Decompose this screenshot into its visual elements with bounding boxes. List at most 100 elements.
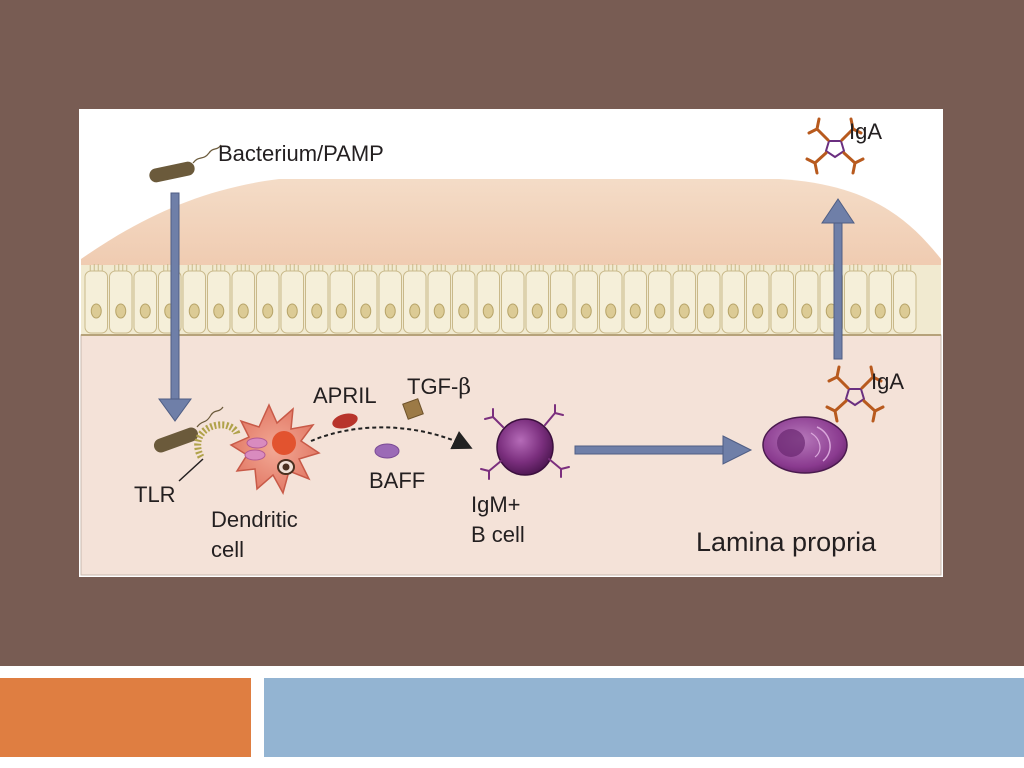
- epithelial-cell: [721, 270, 745, 334]
- microvilli: [457, 264, 471, 271]
- epithelial-cell: [354, 270, 378, 334]
- epithelial-nucleus: [801, 303, 813, 319]
- epithelial-nucleus: [752, 303, 764, 319]
- epithelial-cell: [84, 270, 108, 334]
- epithelial-nucleus: [580, 303, 592, 319]
- epithelial-nucleus: [703, 303, 715, 319]
- epithelial-nucleus: [874, 303, 886, 319]
- epithelial-nucleus: [458, 303, 470, 319]
- microvilli: [530, 264, 544, 271]
- epithelial-cell: [329, 270, 353, 334]
- epithelial-cell: [256, 270, 280, 334]
- epithelial-nucleus: [237, 303, 249, 319]
- epithelial-cell: [427, 270, 451, 334]
- epithelial-cell: [770, 270, 794, 334]
- epithelial-nucleus: [776, 303, 788, 319]
- epithelial-cell: [501, 270, 525, 334]
- microvilli: [726, 264, 740, 271]
- microvilli: [849, 264, 863, 271]
- epithelial-cell: [550, 270, 574, 334]
- epithelial-nucleus: [213, 303, 225, 319]
- dendritic-label-line2: cell: [211, 537, 244, 562]
- tlr-label: TLR: [134, 482, 176, 507]
- microvilli: [114, 264, 128, 271]
- dendritic-label-line1: Dendritic: [211, 507, 298, 532]
- epithelial-cell: [476, 270, 500, 334]
- microvilli: [751, 264, 765, 271]
- epithelial-nucleus: [482, 303, 494, 319]
- microvilli: [187, 264, 201, 271]
- epithelial-nucleus: [678, 303, 690, 319]
- epithelial-nucleus: [556, 303, 568, 319]
- epithelial-cell: [697, 270, 721, 334]
- epithelial-nucleus: [654, 303, 666, 319]
- microvilli: [212, 264, 226, 271]
- baff-label: BAFF: [369, 468, 425, 493]
- epithelial-cell: [378, 270, 402, 334]
- differentiation-arrow: [574, 435, 753, 465]
- epithelial-cell: [623, 270, 647, 334]
- microvilli: [236, 264, 250, 271]
- epithelial-nucleus: [360, 303, 372, 319]
- plasma-cell-icon: [762, 416, 848, 474]
- epithelial-cell: [844, 270, 868, 334]
- epithelial-nucleus: [115, 303, 127, 319]
- epithelial-cell: [452, 270, 476, 334]
- epithelial-nucleus: [605, 303, 617, 319]
- microvilli: [604, 264, 618, 271]
- epithelial-cell: [280, 270, 304, 334]
- epithelial-cell: [305, 270, 329, 334]
- epithelial-cell: [795, 270, 819, 334]
- tgf-beta-label: TGF-β: [407, 374, 471, 400]
- igm-b-cell-label-line2: B cell: [471, 522, 525, 547]
- microvilli: [775, 264, 789, 271]
- epithelial-cell: [207, 270, 231, 334]
- epithelial-cell: [109, 270, 133, 334]
- tlr-receptor-icon: [178, 421, 241, 482]
- epithelial-cell: [648, 270, 672, 334]
- microvilli: [873, 264, 887, 271]
- footer-accent-orange: [0, 678, 251, 757]
- igm-b-cell-icon: [480, 404, 570, 480]
- mucus-layer: [81, 179, 941, 277]
- epithelial-cells: [84, 264, 917, 334]
- up-arrow: [821, 198, 855, 360]
- microvilli: [824, 264, 838, 271]
- iga-top-label: IgA: [849, 119, 882, 144]
- epithelial-nucleus: [531, 303, 543, 319]
- epithelial-nucleus: [139, 303, 151, 319]
- microvilli: [383, 264, 397, 271]
- microvilli: [506, 264, 520, 271]
- epithelial-nucleus: [311, 303, 323, 319]
- bacterium-lower-icon: [153, 406, 224, 453]
- microvilli: [334, 264, 348, 271]
- epithelial-nucleus: [899, 303, 911, 319]
- microvilli: [310, 264, 324, 271]
- microvilli: [261, 264, 275, 271]
- microvilli: [800, 264, 814, 271]
- down-arrow: [158, 192, 192, 422]
- epithelial-cell: [231, 270, 255, 334]
- microvilli: [898, 264, 912, 271]
- epithelial-nucleus: [335, 303, 347, 319]
- microvilli: [285, 264, 299, 271]
- epithelial-nucleus: [629, 303, 641, 319]
- epithelial-nucleus: [188, 303, 200, 319]
- microvilli: [432, 264, 446, 271]
- igm-b-cell-label-line1: IgM+: [471, 492, 521, 517]
- microvilli: [579, 264, 593, 271]
- microvilli: [677, 264, 691, 271]
- microvilli: [163, 264, 177, 271]
- diagram-figure: Bacterium/PAMP IgA: [79, 109, 943, 577]
- epithelial-cell: [525, 270, 549, 334]
- lamina-propria-label: Lamina propria: [696, 527, 877, 557]
- epithelial-cell: [182, 270, 206, 334]
- microvilli: [408, 264, 422, 271]
- epithelial-nucleus: [262, 303, 274, 319]
- microvilli: [555, 264, 569, 271]
- epithelial-nucleus: [507, 303, 519, 319]
- epithelial-cell: [403, 270, 427, 334]
- iga-dimer-icon-mid: [825, 365, 885, 423]
- epithelial-nucleus: [850, 303, 862, 319]
- epithelial-cell: [574, 270, 598, 334]
